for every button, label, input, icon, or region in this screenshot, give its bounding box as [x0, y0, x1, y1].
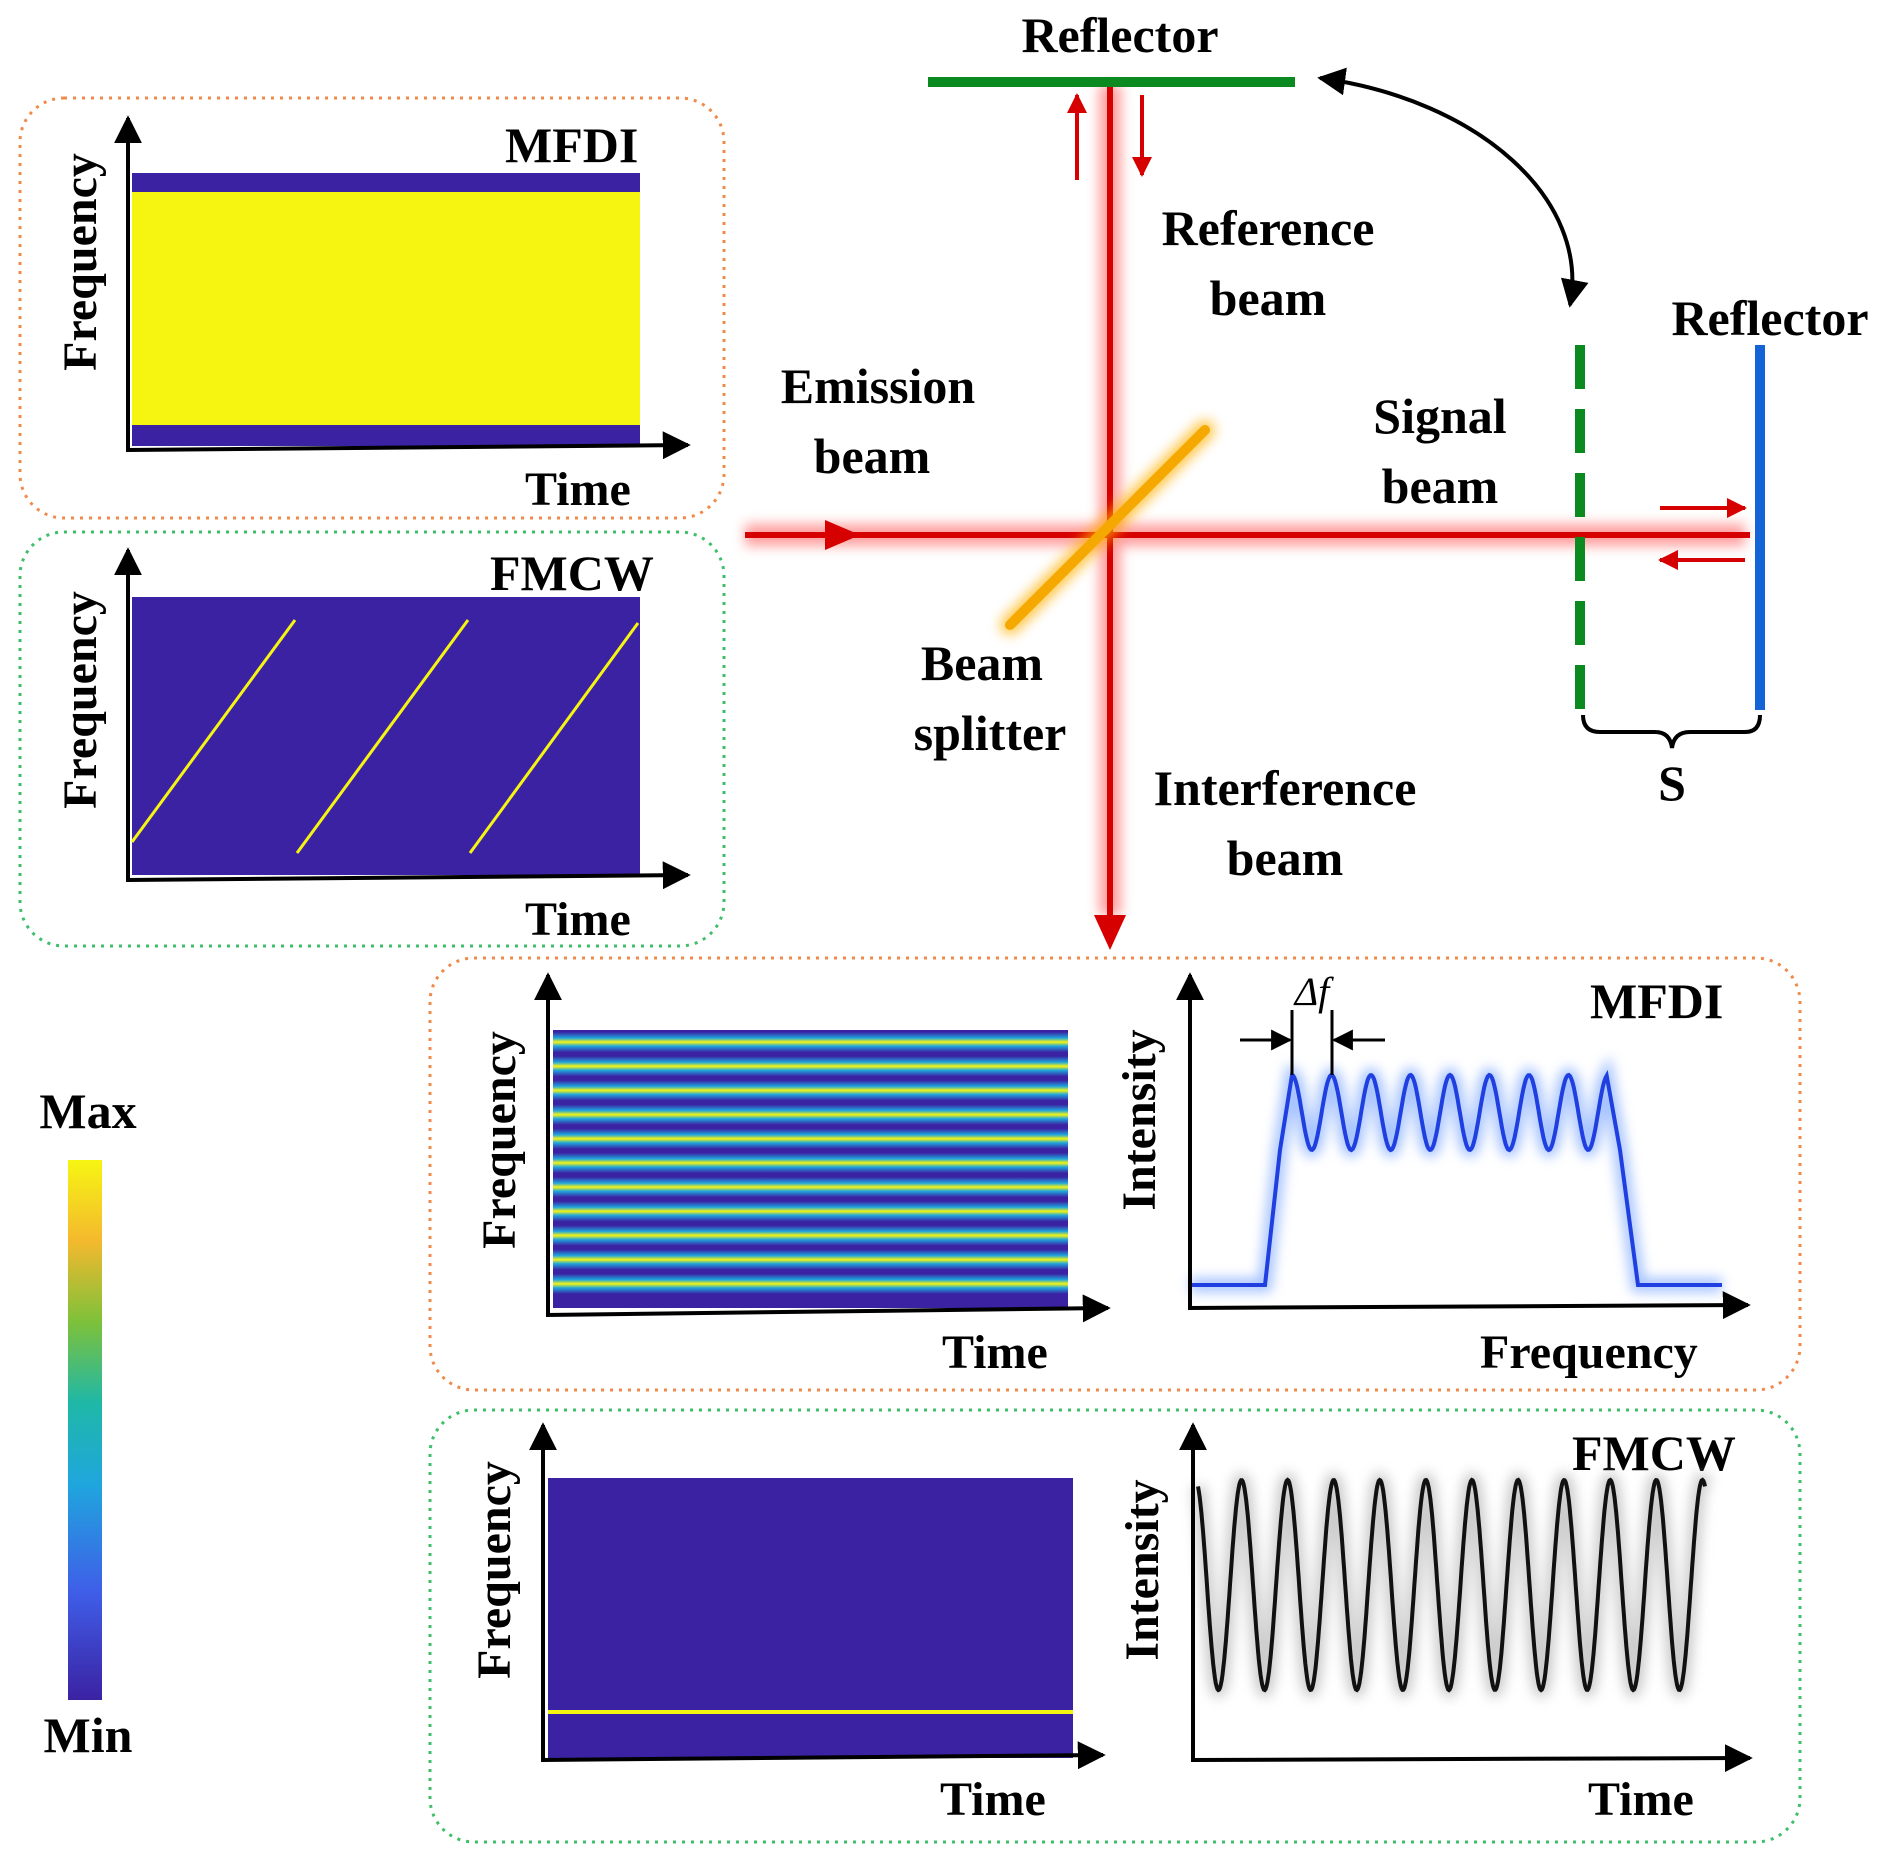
mfdi-fringe-map — [553, 1030, 1068, 1308]
mfdi-spectrum-plot — [1190, 1054, 1722, 1292]
result-fmcw-title: FMCW — [1572, 1425, 1736, 1481]
source-mfdi-x-axis — [125, 431, 691, 460]
mfdi-map-xlabel: Time — [942, 1326, 1048, 1379]
source-fmcw-x-axis — [125, 861, 691, 890]
mfdi-fringe — [553, 1201, 1068, 1222]
mfdi-map-ylabel: Frequency — [473, 1031, 526, 1249]
distance-brace — [1581, 714, 1762, 749]
fmcw-signal-plot — [1191, 1470, 1712, 1700]
colorbar-min-label: Min — [44, 1707, 133, 1763]
optical-setup: S Reflector Reflector Reference beam Emi… — [745, 7, 1869, 950]
mfdi-spectrum-x-axis — [1187, 1291, 1751, 1320]
beam-splitter-label-2: splitter — [914, 705, 1067, 761]
mfdi-fringe — [553, 1031, 1068, 1053]
reference-direction-arrows — [1067, 93, 1152, 180]
reflector-link-arrow — [1317, 67, 1589, 308]
signal-direction-arrows — [1658, 498, 1747, 570]
beam-splitter-label-1: Beam — [921, 635, 1043, 691]
fmcw-map-x-axis — [540, 1741, 1106, 1770]
fmcw-signal-trace — [1196, 1477, 1707, 1693]
mfdi-fringe — [553, 1249, 1068, 1270]
interference-beam-label-1: Interference — [1154, 760, 1417, 816]
interference-arrow — [1094, 915, 1126, 950]
interference-beam-label-2: beam — [1227, 830, 1344, 886]
source-fmcw-ylabel: Frequency — [54, 591, 107, 809]
emission-arrow — [825, 520, 860, 550]
mfdi-spectrum-trace — [1190, 1069, 1722, 1287]
mfdi-map-x-axis — [545, 1294, 1111, 1323]
distance-label: S — [1658, 755, 1686, 811]
mfdi-fringe — [553, 1056, 1068, 1077]
reference-beam-label-2: beam — [1210, 270, 1327, 326]
source-mfdi-ylabel: Frequency — [54, 153, 107, 371]
fmcw-signal-xlabel: Time — [1588, 1773, 1694, 1826]
source-fmcw-title: FMCW — [490, 545, 654, 601]
mfdi-fringe — [553, 1225, 1068, 1246]
emission-beam-label-1: Emission — [781, 358, 976, 414]
source-mfdi-panel: MFDI Frequency Time — [18, 96, 726, 520]
mfdi-fringe — [553, 1152, 1068, 1174]
mfdi-fringe — [553, 1128, 1068, 1149]
source-mfdi-xlabel: Time — [525, 463, 631, 516]
fmcw-signal-ylabel: Intensity — [1116, 1479, 1169, 1660]
mfdi-spectrum-xlabel: Frequency — [1480, 1326, 1698, 1379]
result-fmcw-panel: FMCW Frequency Time Intensity Time — [428, 1408, 1802, 1844]
signal-beam-label-2: beam — [1382, 458, 1499, 514]
mfdi-fringe — [553, 1080, 1068, 1101]
delta-f-marker — [1240, 1010, 1385, 1075]
colorbar: Max Min — [39, 1083, 136, 1763]
beam-splitter — [1000, 420, 1215, 635]
mfdi-spectrum-ylabel: Intensity — [1113, 1029, 1166, 1210]
mfdi-fringe — [553, 1273, 1068, 1294]
source-fmcw-panel: FMCW Frequency Time — [18, 530, 726, 948]
signal-beam-label-1: Signal — [1373, 388, 1507, 444]
source-fmcw-chirps — [130, 619, 640, 854]
fmcw-signal-x-axis — [1190, 1744, 1753, 1773]
reference-beam-label-1: Reference — [1162, 200, 1375, 256]
colorbar-gradient — [68, 1160, 102, 1700]
emission-beam-label-2: beam — [814, 428, 931, 484]
source-mfdi-title: MFDI — [505, 117, 638, 173]
fmcw-map-xlabel: Time — [940, 1773, 1046, 1826]
source-mfdi-band — [132, 192, 640, 425]
result-mfdi-panel: MFDI Frequency Time Intensity Frequency … — [428, 956, 1802, 1392]
mfdi-fringe — [553, 1176, 1068, 1198]
result-mfdi-title: MFDI — [1590, 973, 1723, 1029]
reflector-top-label: Reflector — [1021, 7, 1218, 63]
fmcw-beat-map — [548, 1478, 1073, 1758]
delta-f-label: Δf — [1293, 969, 1334, 1014]
colorbar-max-label: Max — [39, 1083, 136, 1139]
fmcw-map-ylabel: Frequency — [468, 1461, 521, 1679]
mfdi-fringe — [553, 1104, 1068, 1125]
source-fmcw-xlabel: Time — [525, 893, 631, 946]
reflector-right-label: Reflector — [1671, 290, 1868, 346]
